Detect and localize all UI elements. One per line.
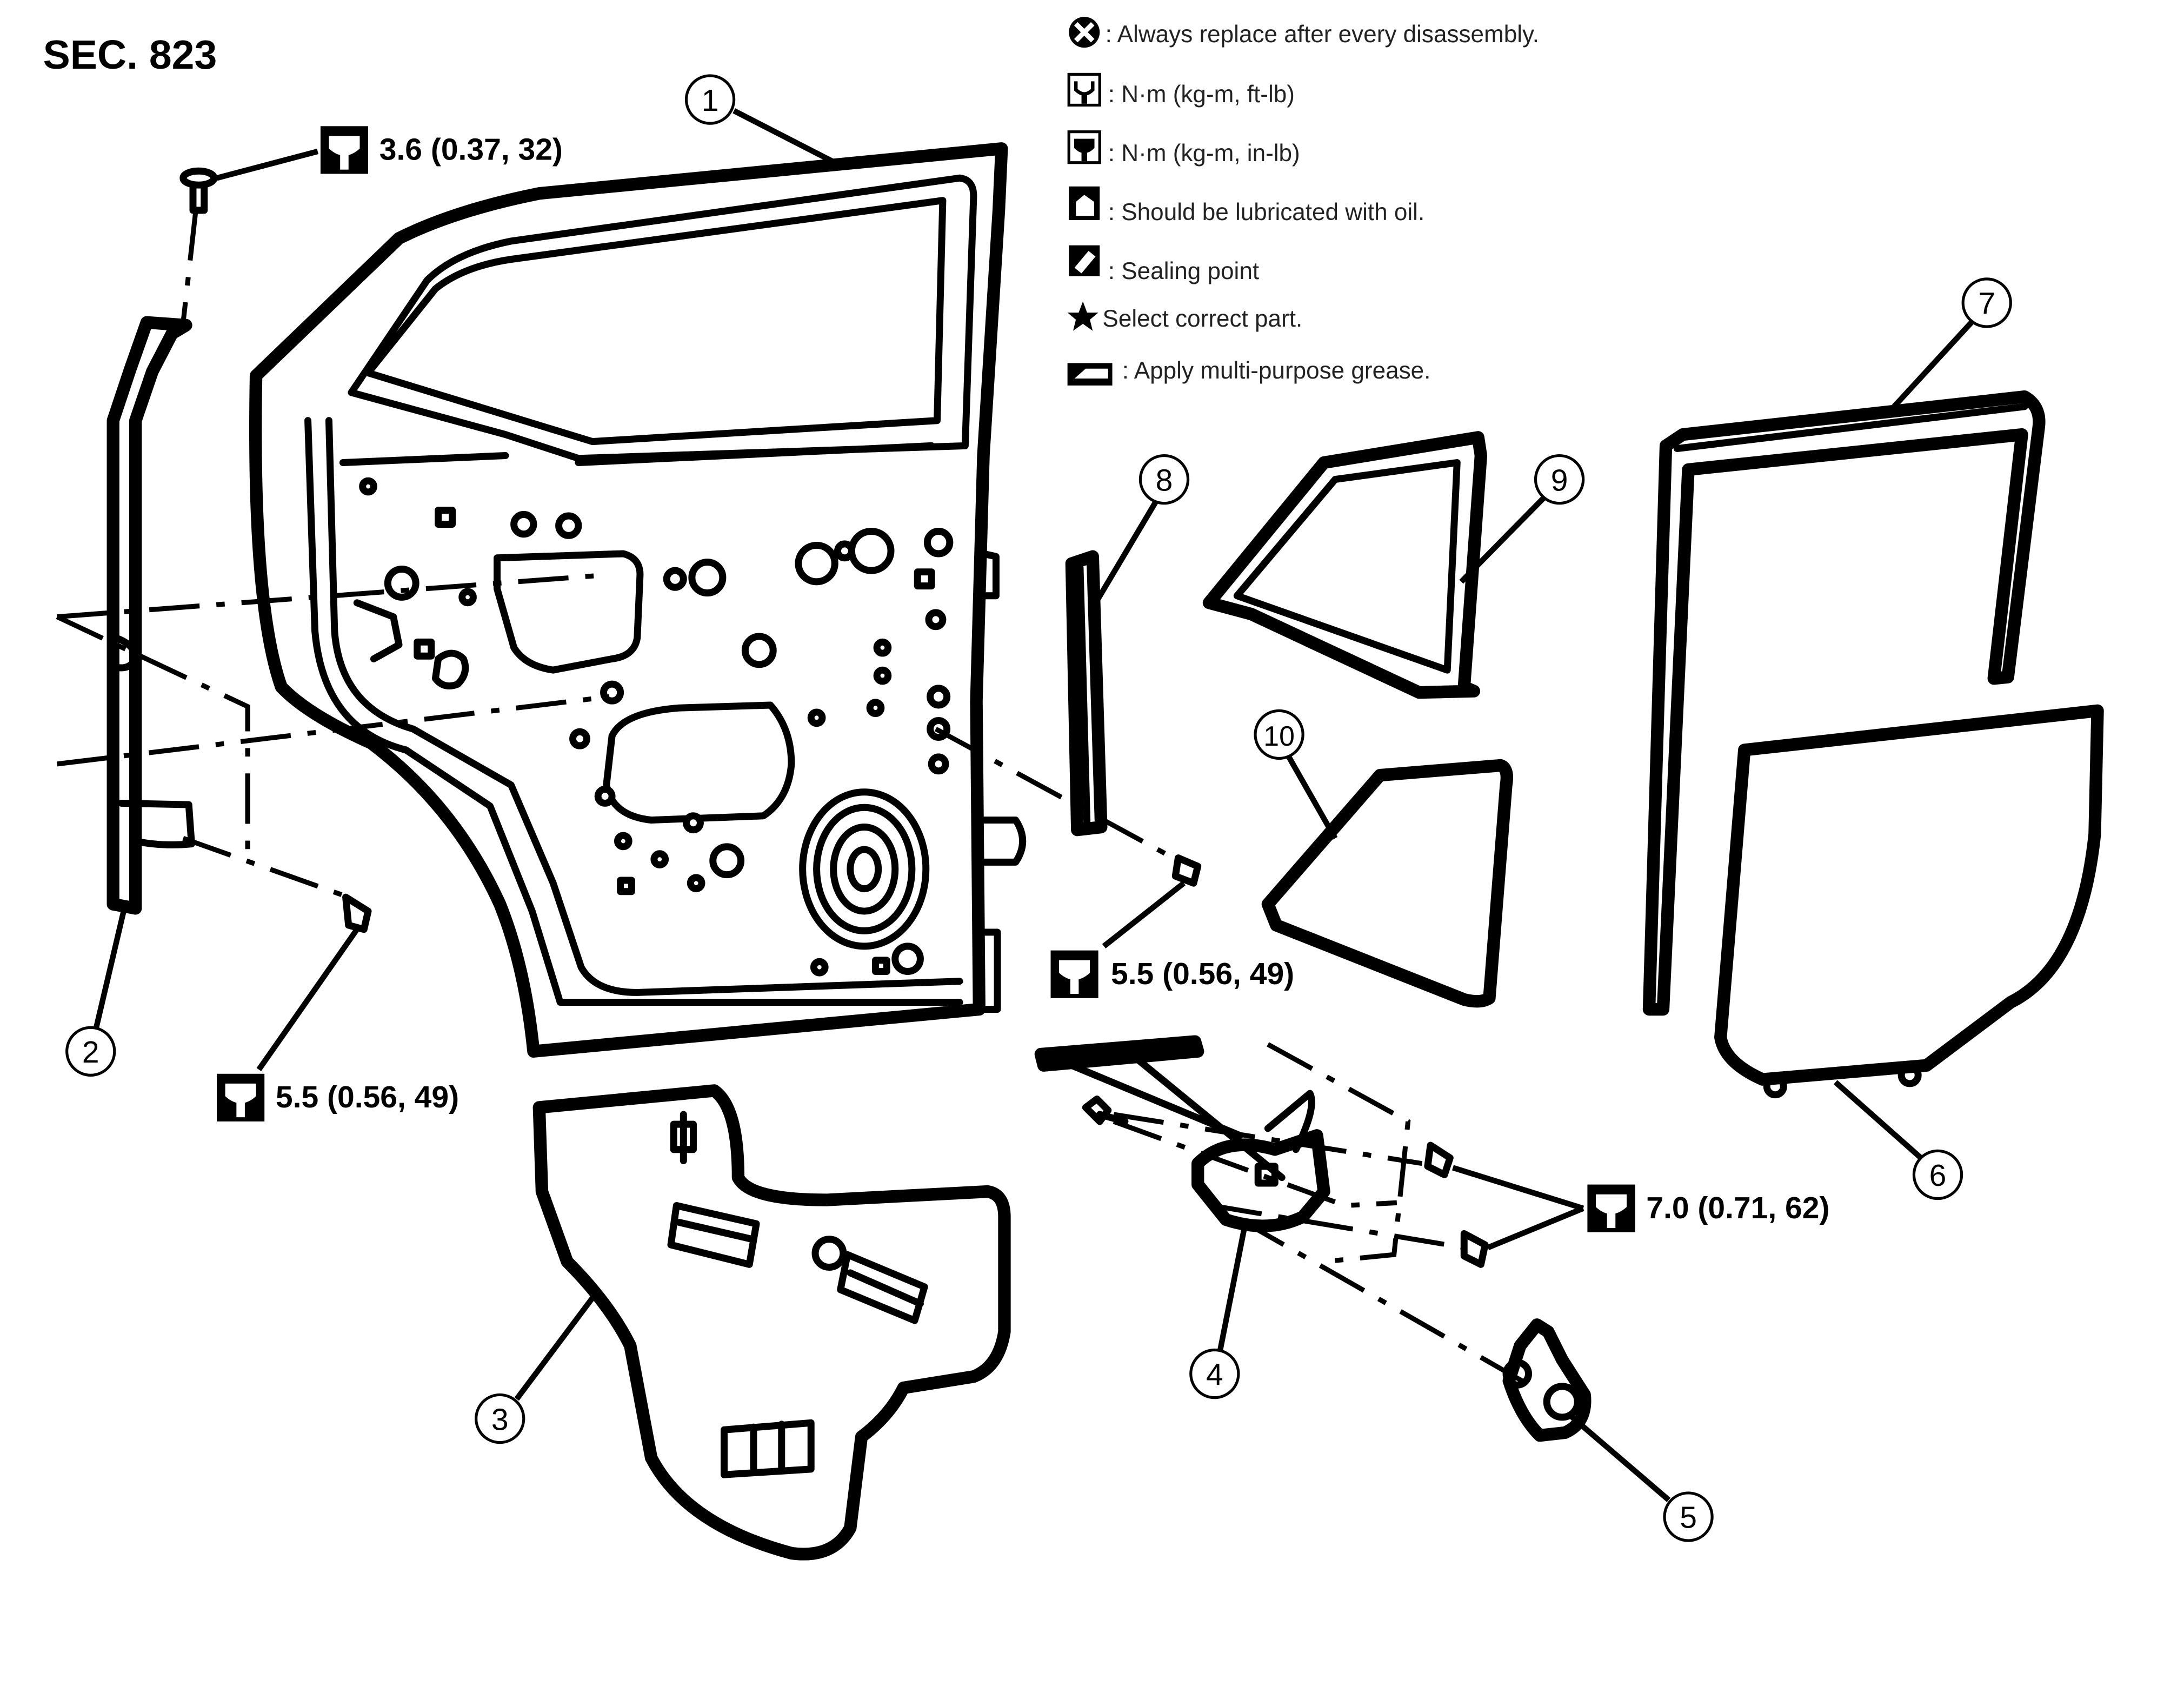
torque-wrench-icon — [320, 126, 369, 174]
bolt — [342, 893, 372, 933]
legend-item-text: : Always replace after every disassembly… — [1106, 21, 1539, 48]
torque-wrench-icon — [1050, 950, 1098, 998]
torque-spec: 5.5 (0.56, 49) — [217, 927, 459, 1121]
legend-item-text: : Apply multi-purpose grease. — [1122, 357, 1431, 384]
bolt — [1082, 1095, 1129, 1125]
callout-number: 7 — [1978, 287, 1995, 321]
legend-item-text: : Sealing point — [1108, 258, 1259, 284]
legend-item-text: : N·m (kg-m, in-lb) — [1108, 140, 1300, 167]
bolt — [1424, 1141, 1454, 1178]
torque-spec: 3.6 (0.37, 32) — [216, 126, 563, 181]
callout-6: 6 — [1833, 1080, 1963, 1200]
speaker — [799, 788, 930, 950]
torque-wrench-icon — [1587, 1184, 1635, 1232]
partition-glass — [1261, 759, 1514, 1008]
callout-number: 6 — [1929, 1158, 1947, 1193]
torque-spec: 5.5 (0.56, 49) — [1050, 881, 1294, 998]
screw — [179, 167, 218, 214]
callout-number: 4 — [1206, 1357, 1223, 1392]
star-icon — [1067, 301, 1098, 331]
bolt — [1460, 1230, 1489, 1268]
callout-number: 3 — [491, 1402, 509, 1437]
callout-number: 2 — [82, 1035, 99, 1070]
glass-run — [1642, 390, 2046, 1016]
torque-value: 7.0 (0.71, 62) — [1646, 1191, 1829, 1225]
torque-wrench-icon — [217, 1073, 265, 1121]
glass-run-channel — [1065, 550, 1108, 837]
legend-item-text: : N·m (kg-m, ft-lb) — [1108, 81, 1295, 108]
section-label: SEC. 823 — [43, 32, 217, 77]
torque-value: 5.5 (0.56, 49) — [276, 1080, 459, 1114]
callout-number: 10 — [1263, 720, 1295, 752]
callout-5: 5 — [1568, 1413, 1714, 1542]
callout-number: 5 — [1680, 1501, 1697, 1535]
legend-item-text: Select correct part. — [1102, 306, 1302, 332]
partition-glass — [1202, 431, 1488, 699]
torque-value: 5.5 (0.56, 49) — [1111, 957, 1294, 991]
rear-sash — [106, 316, 195, 915]
sealing-screen — [532, 1084, 1011, 1561]
window-regulator — [1034, 1035, 1536, 1390]
rear-door-panel — [249, 142, 1027, 1058]
always-replace-icon — [1069, 17, 1100, 48]
callout-3: 3 — [475, 1296, 595, 1444]
oil-can-icon — [1069, 186, 1100, 221]
sealing-point-icon — [1069, 245, 1100, 276]
callout-10: 10 — [1254, 709, 1338, 840]
legend-item-text: : Should be lubricated with oil. — [1108, 199, 1424, 225]
callout-9: 9 — [1459, 454, 1585, 584]
torque-spec: 7.0 (0.71, 62) — [1452, 1165, 1829, 1251]
callout-8: 8 — [1091, 454, 1190, 607]
regulator-motor — [1502, 1318, 1592, 1442]
door-glass — [1714, 704, 2104, 1099]
callout-number: 8 — [1156, 463, 1173, 497]
callout-4: 4 — [1189, 1222, 1248, 1399]
legend: : Always replace after every disassembly… — [1067, 17, 1539, 386]
torque-value: 3.6 (0.37, 32) — [379, 132, 563, 167]
callout-1: 1 — [684, 74, 842, 168]
torque-wrench-icon — [1067, 130, 1101, 164]
torque-wrench-icon — [1067, 72, 1101, 107]
callout-7: 7 — [1889, 277, 2012, 412]
callout-2: 2 — [65, 907, 127, 1077]
callout-number: 1 — [702, 83, 719, 118]
bolt — [1171, 854, 1202, 887]
grease-icon — [1067, 363, 1113, 386]
callout-number: 9 — [1551, 463, 1568, 497]
